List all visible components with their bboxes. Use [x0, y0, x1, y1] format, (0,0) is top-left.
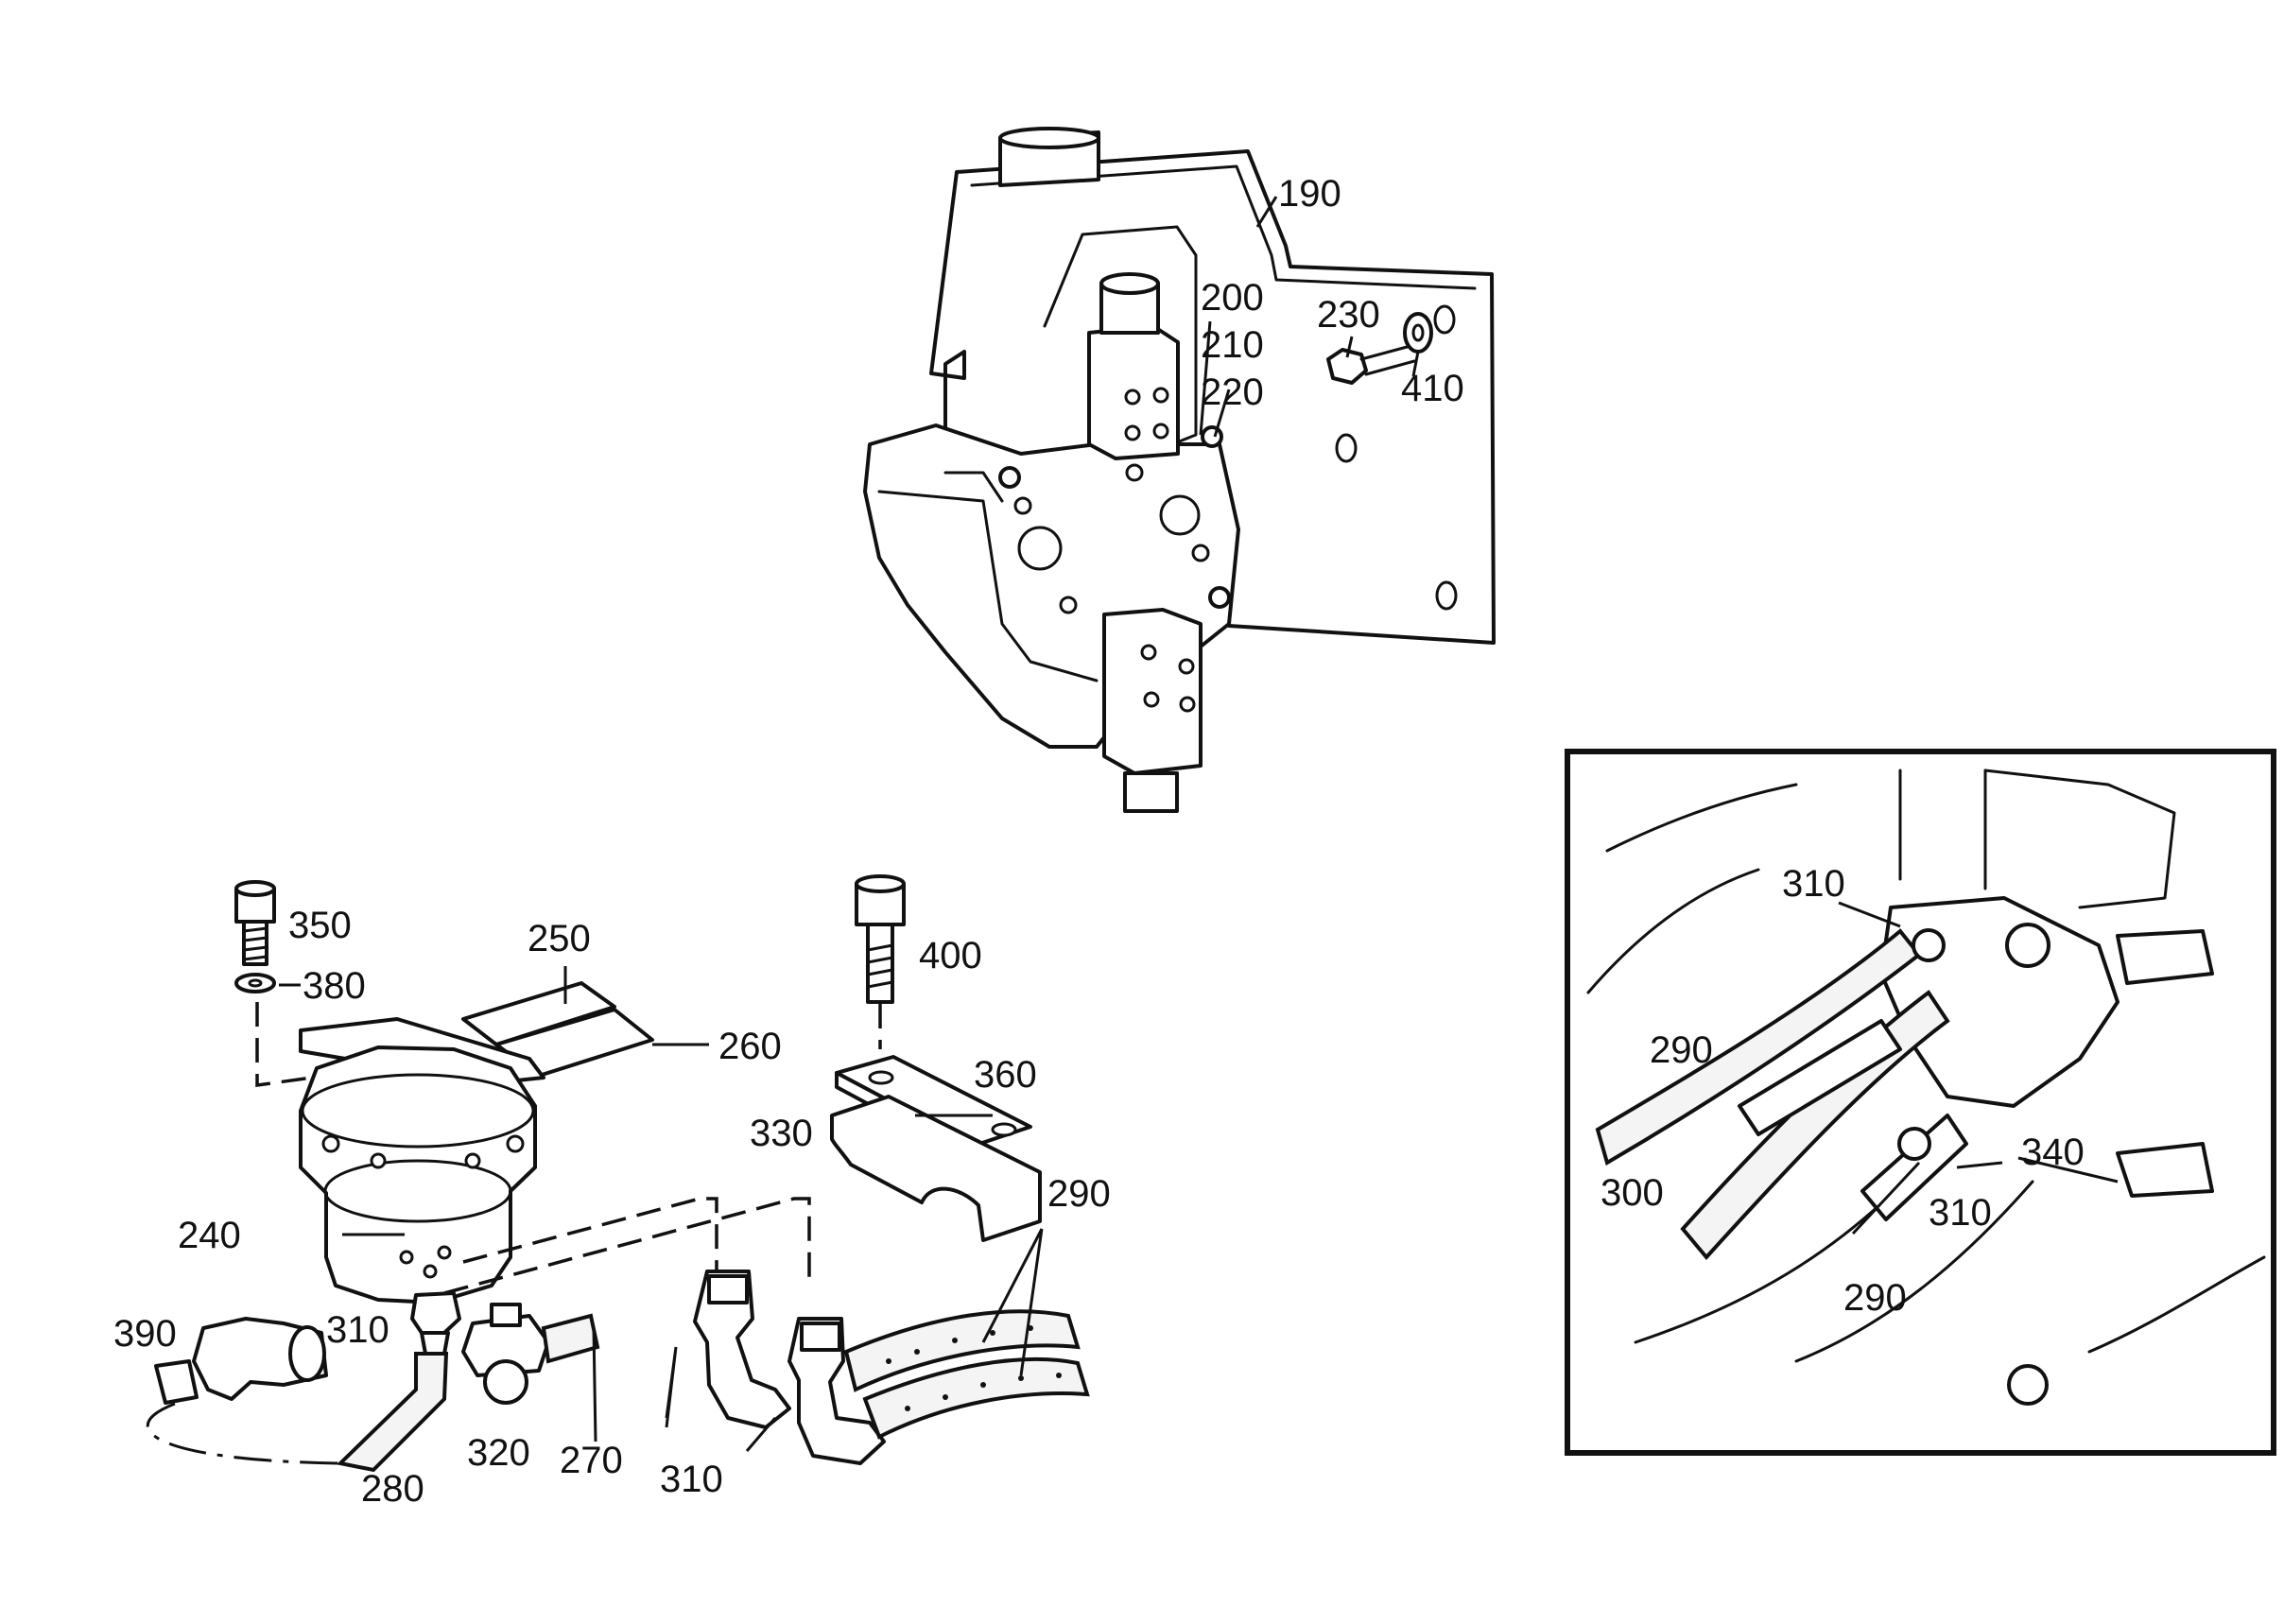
clamp-assembly: [693, 874, 1090, 1465]
hose-290-lower: [862, 1356, 1090, 1440]
motor-assembly: [146, 880, 811, 1473]
callout-310-inset-mid: 310: [1929, 1192, 1992, 1234]
motor-240: [299, 1045, 537, 1304]
callout-200: 200: [1201, 277, 1264, 319]
callout-labels: 190 200 210 220 230 410 350 380 250 260 …: [113, 173, 2085, 1510]
callout-210: 210: [1201, 324, 1264, 366]
bolt-230: [1326, 348, 1368, 385]
callout-280: 280: [361, 1468, 424, 1510]
inset-detail: [1565, 749, 2276, 1456]
hose-texture: [886, 1325, 1062, 1411]
callout-290-inset-top: 290: [1650, 1029, 1713, 1071]
callout-360: 360: [974, 1054, 1037, 1096]
hose-290-upper: [843, 1309, 1081, 1392]
callout-350: 350: [288, 905, 352, 946]
callout-290: 290: [1047, 1173, 1111, 1215]
callout-340: 340: [2021, 1132, 2085, 1173]
callout-250: 250: [528, 918, 591, 959]
plate-250: [461, 981, 616, 1046]
lower-solenoid: [1102, 608, 1203, 775]
callout-290-inset-bottom: 290: [1843, 1277, 1907, 1319]
callout-310: 310: [326, 1309, 389, 1351]
callout-270: 270: [560, 1440, 623, 1481]
callout-230: 230: [1317, 294, 1380, 336]
callout-400: 400: [919, 935, 982, 976]
tee-320: [461, 1314, 550, 1377]
leader-lines: [279, 196, 2119, 1452]
pipe-270: [541, 1313, 600, 1364]
pipe-280: [336, 1352, 449, 1473]
callout-260: 260: [718, 1026, 782, 1067]
callout-310-elbow: 310: [660, 1459, 723, 1500]
callout-310-inset-top: 310: [1782, 863, 1845, 905]
inset-frame: [1565, 749, 2276, 1456]
clamp-block-330: [830, 1095, 1042, 1242]
callout-240: 240: [178, 1215, 241, 1256]
callout-390: 390: [113, 1313, 177, 1355]
callout-380: 380: [303, 965, 366, 1007]
callout-300: 300: [1601, 1172, 1664, 1214]
bracket-assembly: [863, 127, 1496, 813]
callout-320: 320: [467, 1432, 530, 1474]
elbow-fitting-right: [787, 1317, 886, 1465]
elbow-fitting-left: [693, 1270, 791, 1429]
callout-330: 330: [750, 1113, 813, 1154]
callout-190: 190: [1278, 173, 1341, 215]
callout-410: 410: [1401, 368, 1464, 409]
callout-220: 220: [1201, 371, 1264, 413]
